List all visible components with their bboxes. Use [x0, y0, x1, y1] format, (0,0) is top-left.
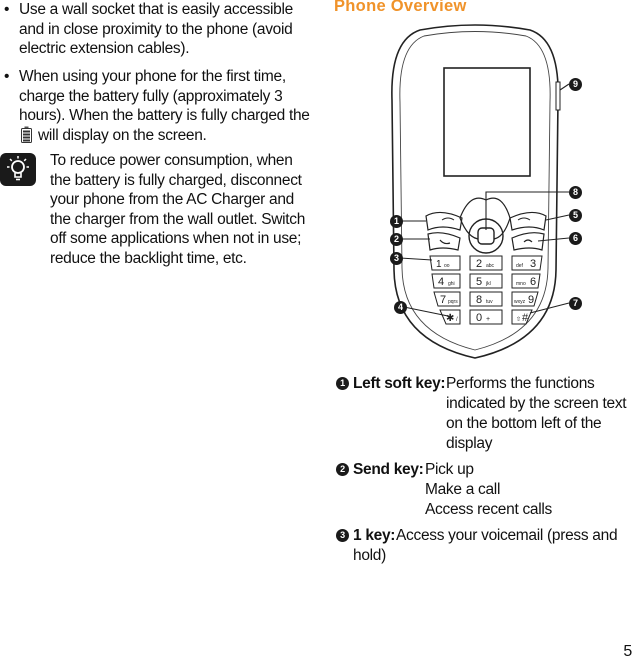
svg-text:9: 9: [528, 294, 534, 306]
svg-text:def: def: [516, 263, 524, 269]
battery-full-icon: [21, 126, 32, 149]
bullet-marker: •: [4, 1, 10, 18]
svg-text:abc: abc: [486, 263, 495, 269]
callout-1: 1: [390, 215, 403, 228]
svg-text:2: 2: [476, 258, 482, 270]
bullet-text-before-icon: When using your phone for the first time…: [19, 68, 310, 124]
key-name: 1 key:: [353, 527, 396, 544]
svg-text:#: #: [522, 312, 529, 324]
callout-7: 7: [569, 297, 582, 310]
bullet-text: When using your phone for the first time…: [19, 67, 312, 148]
svg-text:3: 3: [530, 258, 536, 270]
key-description-line: Pick up: [425, 461, 474, 478]
svg-text:ghi: ghi: [448, 281, 455, 287]
key-description-line: Performs the functions: [446, 375, 595, 392]
key-description-first-line: Access your voicemail (press and: [396, 527, 618, 544]
callout-9: 9: [569, 78, 582, 91]
svg-text:7: 7: [440, 294, 446, 306]
svg-text:/: /: [456, 317, 458, 323]
svg-text:1: 1: [436, 259, 442, 270]
lightbulb-tip-icon: [0, 153, 36, 186]
key-name: Send key:: [353, 461, 424, 478]
callout-2: 2: [390, 233, 403, 246]
key-description-line: display: [446, 435, 493, 452]
key-number-badge: 2: [336, 463, 349, 476]
svg-text:0: 0: [476, 312, 482, 324]
callout-5: 5: [569, 209, 582, 222]
bullet-marker: •: [4, 68, 10, 85]
svg-text:wxyz: wxyz: [514, 299, 526, 305]
svg-text:mno: mno: [516, 281, 526, 287]
svg-text:4: 4: [438, 276, 444, 288]
key-number-badge: 3: [336, 529, 349, 542]
callout-6: 6: [569, 232, 582, 245]
svg-text:oo: oo: [444, 263, 450, 269]
key-name: Left soft key:: [353, 375, 446, 392]
section-title: Phone Overview: [334, 0, 467, 15]
bullet-text-after-icon: will display on the screen.: [38, 126, 207, 144]
callout-4: 4: [394, 301, 407, 314]
tip-text: To reduce power consumption, when the ba…: [50, 152, 306, 267]
key-description-line: indicated by the screen text: [446, 395, 627, 412]
key-description-line: Access recent calls: [425, 501, 552, 518]
svg-text:6: 6: [530, 276, 536, 288]
svg-text:8: 8: [476, 294, 482, 306]
key-number-badge: 1: [336, 377, 349, 390]
page-number: 5: [623, 643, 632, 660]
svg-text:+: +: [486, 316, 490, 323]
svg-text:pqrs: pqrs: [448, 299, 458, 305]
key-description-line: on the bottom left of the: [446, 415, 602, 432]
svg-text:5: 5: [476, 276, 482, 288]
svg-text:tuv: tuv: [486, 299, 493, 305]
key-description: Pick up Make a call Access recent calls: [425, 460, 625, 520]
key-description-second-line: hold): [353, 547, 386, 564]
key-description-line: Make a call: [425, 481, 501, 498]
svg-text:✱: ✱: [446, 313, 454, 324]
key-description: Performs the functions indicated by the …: [446, 374, 636, 454]
svg-text:jkl: jkl: [485, 281, 491, 287]
svg-text:⇧: ⇧: [516, 316, 521, 323]
bullet-text: Use a wall socket that is easily accessi…: [19, 1, 293, 57]
callout-3: 3: [390, 252, 403, 265]
callout-8: 8: [569, 186, 582, 199]
